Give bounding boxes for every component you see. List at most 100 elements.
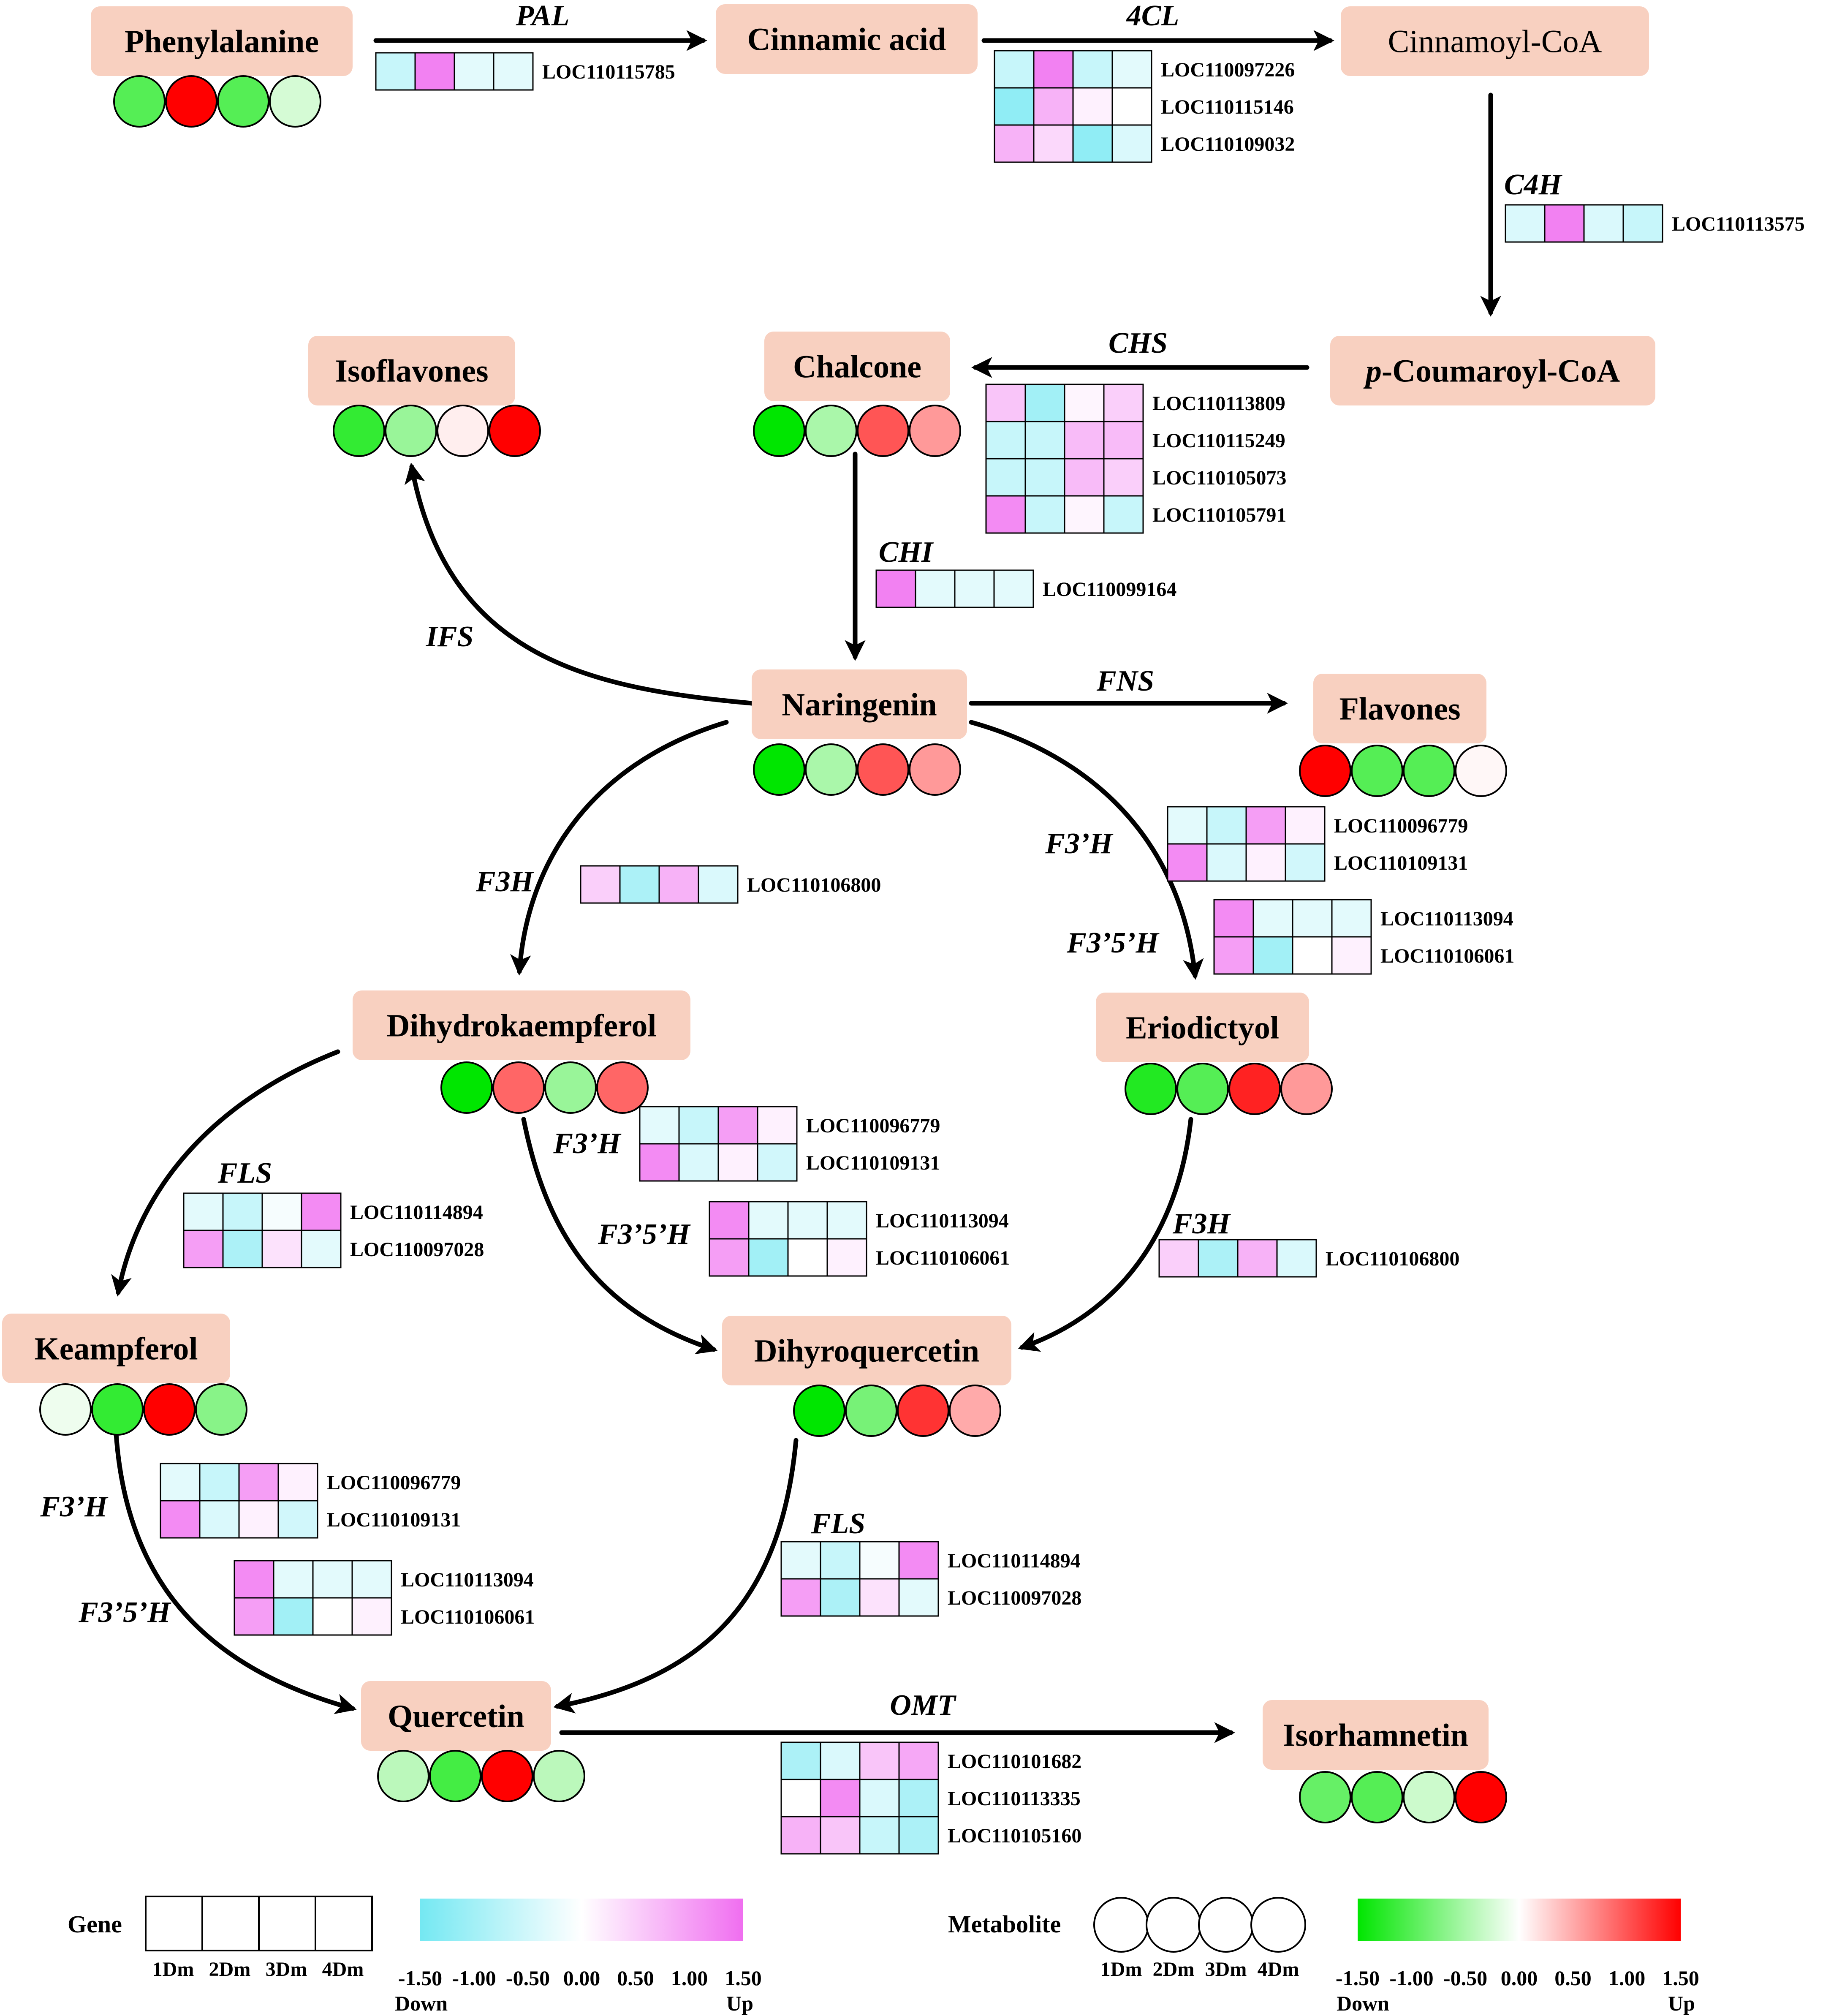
gene-cell-omt-2-1 <box>780 1779 821 1817</box>
metabolite-circle-phenylalanine-1 <box>113 75 166 128</box>
gene-cell-fls-left-2-3 <box>261 1230 302 1268</box>
metabolite-circle-dihydrokaempferol-2 <box>492 1061 545 1114</box>
legend-gene-sample-4: 4Dm <box>322 1958 364 1981</box>
node-label-dihydrokaempferol: Dihydrokaempferol <box>387 1008 657 1044</box>
gene-cell-fls-left-1-2 <box>222 1192 263 1231</box>
gene-up-label: Up <box>726 1992 753 2015</box>
metabolite-circle-quercetin-1 <box>377 1750 429 1802</box>
enzyme-label-f3ph-mid: F3’H <box>553 1127 622 1160</box>
legend-metabolite-title: Metabolite <box>948 1910 1061 1938</box>
enzyme-label-f3h-top: F3H <box>475 865 535 898</box>
gene-cell-c4h-1-4 <box>1622 204 1663 243</box>
gene-cell-4cl-2-4 <box>1111 87 1152 126</box>
enzyme-label-f35h-top: F3’5’H <box>1066 927 1160 959</box>
gene-down-label: Down <box>395 1992 448 2015</box>
gene-cell-f35h-mid-1-1 <box>709 1201 750 1240</box>
gene-id-f35h-low-1: LOC110113094 <box>401 1569 534 1591</box>
gene-cell-f3ph-top-1-4 <box>1285 806 1326 845</box>
arrow-dihydrokaempferol-to-keampferol <box>111 1049 340 1297</box>
gene-cell-f3ph-mid-1-3 <box>717 1106 758 1145</box>
gene-cell-fls-mid-2-2 <box>820 1578 861 1617</box>
metabolite-circle-dihydrokaempferol-4 <box>596 1061 649 1114</box>
gene-id-f3h-right-1: LOC110106800 <box>1326 1248 1459 1270</box>
legend-metabolite-circle-3 <box>1198 1897 1254 1953</box>
gene-cell-f35h-top-1-1 <box>1213 899 1254 938</box>
metabolite-circle-isorhamnetin-2 <box>1351 1771 1403 1823</box>
gene-cell-4cl-3-2 <box>1033 124 1074 163</box>
metabolite-circle-flavones-2 <box>1351 745 1403 797</box>
legend-gene-sample-2: 2Dm <box>209 1958 251 1981</box>
gene-cell-f3ph-top-2-1 <box>1167 843 1208 882</box>
legend-gene-box-3 <box>258 1896 316 1951</box>
gene-cell-omt-3-4 <box>898 1816 939 1855</box>
gene-cell-fls-mid-1-4 <box>898 1541 939 1580</box>
gene-cell-fls-mid-1-2 <box>820 1541 861 1580</box>
gene-cell-c4h-1-2 <box>1544 204 1585 243</box>
gene-cell-chs-1-4 <box>1103 384 1144 422</box>
gene-cell-chs-4-2 <box>1024 495 1065 534</box>
metabolite-circle-isoflavones-1 <box>333 405 385 457</box>
metabolite-colorbar-tick-4: 0.00 <box>1501 1966 1538 1990</box>
node-naringenin <box>752 669 967 739</box>
metabolite-circle-phenylalanine-4 <box>269 75 321 128</box>
gene-cell-chi-1-4 <box>993 569 1034 608</box>
gene-id-f35h-mid-2: LOC110106061 <box>876 1247 1010 1269</box>
arrow-dihydrokaempferol-to-dihyroquercetin <box>521 1117 718 1355</box>
enzyme-label-fls-left: FLS <box>217 1157 272 1189</box>
arrow-naringenin-to-isoflavones <box>404 463 754 706</box>
enzyme-label-pal: PAL <box>515 0 569 32</box>
metabolite-circle-keampferol-3 <box>143 1383 196 1436</box>
metabolite-down-label: Down <box>1337 1992 1389 2015</box>
enzyme-label-4cl: 4CL <box>1126 0 1179 32</box>
gene-cell-chs-3-2 <box>1024 458 1065 497</box>
gene-cell-f3h-top-1-4 <box>698 865 739 904</box>
gene-colorbar-tick-1: -1.50 <box>398 1966 442 1990</box>
node-keampferol <box>2 1314 230 1383</box>
gene-cell-chs-4-1 <box>985 495 1026 534</box>
gene-cell-omt-3-3 <box>859 1816 900 1855</box>
gene-cell-pal-1-1 <box>375 52 416 91</box>
gene-cell-4cl-3-3 <box>1072 124 1113 163</box>
enzyme-label-ifs: IFS <box>426 620 474 653</box>
gene-cell-f3ph-low-2-4 <box>277 1500 318 1539</box>
node-label-cinnamic-acid: Cinnamic acid <box>747 22 946 57</box>
gene-cell-4cl-1-1 <box>994 50 1035 89</box>
node-eriodictyol <box>1096 993 1309 1062</box>
gene-colorbar <box>420 1899 743 1941</box>
gene-cell-pal-1-2 <box>414 52 455 91</box>
gene-cell-f35h-top-1-2 <box>1252 899 1293 938</box>
gene-colorbar-tick-4: 0.00 <box>563 1966 600 1990</box>
gene-cell-f3ph-top-2-4 <box>1285 843 1326 882</box>
gene-cell-chs-3-4 <box>1103 458 1144 497</box>
gene-cell-omt-1-2 <box>820 1741 861 1780</box>
metabolite-circle-quercetin-2 <box>429 1750 481 1802</box>
legend-metabolite-circle-2 <box>1146 1897 1201 1953</box>
enzyme-label-chi: CHI <box>879 536 934 569</box>
metabolite-circle-chalcone-4 <box>909 405 961 457</box>
gene-id-f3ph-top-1: LOC110096779 <box>1334 815 1468 837</box>
metabolite-circle-chalcone-2 <box>805 405 857 457</box>
metabolite-circle-keampferol-1 <box>39 1383 92 1436</box>
gene-cell-f35h-low-2-1 <box>234 1597 274 1636</box>
gene-cell-f3ph-low-1-2 <box>199 1463 240 1502</box>
gene-id-f3ph-mid-2: LOC110109131 <box>806 1152 940 1174</box>
gene-cell-4cl-2-1 <box>994 87 1035 126</box>
metabolite-circle-keampferol-4 <box>195 1383 247 1436</box>
gene-cell-4cl-2-2 <box>1033 87 1074 126</box>
gene-cell-f35h-low-1-2 <box>273 1560 314 1599</box>
gene-colorbar-tick-3: -0.50 <box>506 1966 550 1990</box>
metabolite-circle-dihyroquercetin-3 <box>897 1385 949 1437</box>
gene-cell-fls-left-1-3 <box>261 1192 302 1231</box>
gene-id-omt-2: LOC110113335 <box>948 1787 1081 1810</box>
gene-cell-f35h-low-1-4 <box>351 1560 392 1599</box>
gene-colorbar-tick-2: -1.00 <box>452 1966 496 1990</box>
node-label-dihyroquercetin: Dihyroquercetin <box>754 1333 979 1369</box>
gene-cell-fls-mid-1-1 <box>780 1541 821 1580</box>
metabolite-colorbar-tick-2: -1.00 <box>1389 1966 1433 1990</box>
node-label-p-coumaroyl-coa: p-Coumaroyl-CoA <box>1363 354 1620 389</box>
enzyme-label-f35h-mid: F3’5’H <box>598 1218 691 1251</box>
